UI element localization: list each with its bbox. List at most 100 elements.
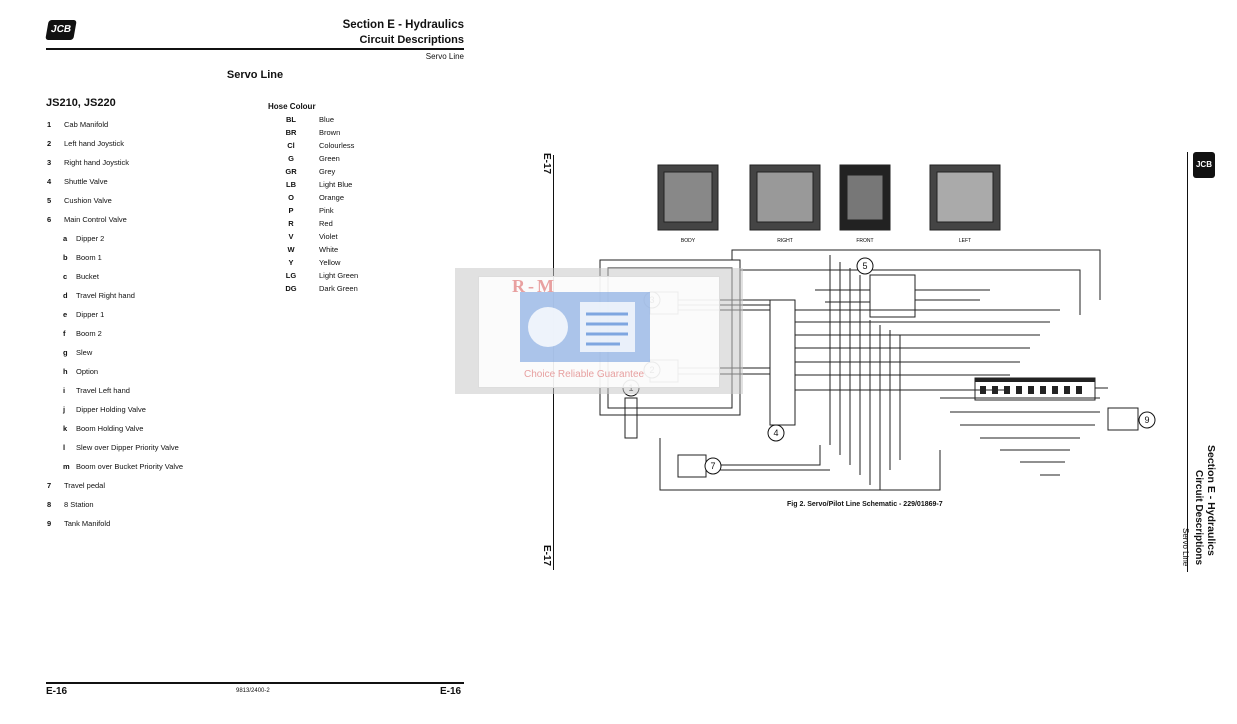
- component-item-label: Travel pedal: [64, 481, 105, 490]
- hose-colour-code: W: [287, 245, 295, 254]
- header-rule: [46, 48, 464, 50]
- right-section-subtitle: Circuit Descriptions: [1193, 470, 1204, 566]
- valve-view-label: LEFT: [959, 238, 971, 244]
- valve-view-label: BODY: [681, 238, 696, 244]
- component-item-label: Bucket: [76, 272, 99, 281]
- component-item-label: Cushion Valve: [64, 196, 112, 205]
- component-item-label: Boom 1: [76, 253, 102, 262]
- hose-colour-code: BL: [286, 115, 296, 124]
- valve-view-right: [749, 164, 821, 231]
- footer-rule: [46, 682, 464, 684]
- hose-colour-name: Grey: [319, 167, 336, 176]
- component-item-number: c: [63, 272, 68, 281]
- hose-colour-name: Light Blue: [319, 180, 353, 189]
- valve-view-front: [839, 164, 891, 231]
- svg-text:4: 4: [773, 428, 778, 438]
- hose-colour-code: P: [288, 206, 294, 215]
- component-item-number: m: [63, 462, 70, 471]
- hose-colour-code: Y: [288, 258, 294, 267]
- component-item-label: Cab Manifold: [64, 120, 109, 129]
- callout-9: 9: [1138, 411, 1156, 429]
- right-section-title: Section E - Hydraulics: [1205, 445, 1217, 556]
- component-item-label: Left hand Joystick: [64, 139, 125, 148]
- valve-view-body: [657, 164, 719, 231]
- component-item-number: i: [63, 386, 66, 395]
- callout-4: 4: [767, 424, 785, 442]
- component-item-number: d: [63, 291, 68, 300]
- component-item-label: Travel Left hand: [76, 386, 130, 395]
- jcb-logo: JCB: [45, 20, 77, 40]
- component-item-number: k: [63, 424, 68, 433]
- section-subtitle: Circuit Descriptions: [359, 34, 464, 46]
- doc-number: 9813/2400-2: [236, 688, 270, 694]
- page-number-right: E-16: [440, 686, 462, 697]
- hose-colour-code: LB: [286, 180, 296, 189]
- hose-colour-name: Dark Green: [319, 284, 358, 293]
- section-topic: Servo Line: [425, 52, 464, 61]
- right-section-topic: Servo Line: [1181, 528, 1190, 567]
- component-item-label: Shuttle Valve: [64, 177, 108, 186]
- component-item-label: 8 Station: [64, 500, 94, 509]
- component-item-label: Main Control Valve: [64, 215, 127, 224]
- component-item-number: 6: [47, 215, 52, 224]
- hose-colour-code: R: [288, 219, 294, 228]
- hose-colour-name: Green: [319, 154, 340, 163]
- jcb-logo-right: JCB: [1193, 152, 1215, 178]
- watermark-slogan: Choice Reliable Guarantee: [524, 369, 645, 380]
- hose-colour-name: Red: [319, 219, 333, 228]
- component-item-number: b: [63, 253, 68, 262]
- hose-colour-code: O: [288, 193, 294, 202]
- component-item-number: h: [63, 367, 68, 376]
- valve-view-left: [929, 164, 1001, 231]
- hose-colour-code: BR: [285, 128, 297, 137]
- hose-colour-name: Light Green: [319, 271, 359, 280]
- hose-colour-code: DG: [285, 284, 297, 293]
- hose-colour-name: Orange: [319, 193, 345, 202]
- hose-colour-code: G: [288, 154, 294, 163]
- component-item-label: Dipper 2: [76, 234, 105, 243]
- section-title: Section E - Hydraulics: [342, 19, 464, 31]
- svg-text:7: 7: [710, 461, 715, 471]
- watermark-wrench-icon: [520, 292, 650, 362]
- callout-5: 5: [856, 257, 874, 275]
- hose-colour-name: Pink: [319, 206, 334, 215]
- component-item-number: a: [63, 234, 68, 243]
- page-number-left: E-16: [46, 686, 68, 697]
- svg-text:5: 5: [862, 261, 867, 271]
- right-header-rule: [1187, 152, 1188, 572]
- hose-colour-code: LG: [285, 271, 297, 280]
- component-item-label: Option: [76, 367, 99, 376]
- hose-colour-name: Yellow: [319, 258, 341, 267]
- watermark-brand: R-M: [512, 276, 557, 296]
- component-item-number: 7: [47, 481, 52, 490]
- component-item-number: 8: [47, 500, 52, 509]
- component-item-label: Dipper 1: [76, 310, 105, 319]
- component-item-number: e: [63, 310, 68, 319]
- hose-colour-name: Violet: [319, 232, 338, 241]
- hose-colour-name: Blue: [319, 115, 335, 124]
- component-item-number: 1: [47, 120, 52, 129]
- hose-colour-name: Colourless: [319, 141, 355, 150]
- hose-colour-code: GR: [285, 167, 297, 176]
- page-number-bottom: E-17: [541, 545, 552, 567]
- page-title: Servo Line: [226, 69, 284, 81]
- component-item-number: 5: [47, 196, 52, 205]
- page-number-top: E-17: [541, 153, 552, 175]
- component-item-label: Tank Manifold: [64, 519, 111, 528]
- component-item-label: Right hand Joystick: [64, 158, 130, 167]
- figure-caption: Fig 2. Servo/Pilot Line Schematic - 229/…: [787, 501, 943, 508]
- component-item-label: Slew: [76, 348, 93, 357]
- component-item-number: g: [63, 348, 68, 357]
- component-item-number: 9: [47, 519, 52, 528]
- models-heading: JS210, JS220: [46, 97, 116, 109]
- component-item-number: l: [63, 443, 66, 452]
- component-item-number: f: [63, 329, 66, 338]
- hose-colour-code: V: [288, 232, 294, 241]
- svg-text:9: 9: [1144, 415, 1149, 425]
- component-item-number: 4: [47, 177, 52, 186]
- hose-colour-code: Cl: [287, 141, 295, 150]
- component-item-label: Boom over Bucket Priority Valve: [76, 462, 183, 471]
- valve-view-label: RIGHT: [777, 238, 793, 244]
- component-item-label: Travel Right hand: [76, 291, 135, 300]
